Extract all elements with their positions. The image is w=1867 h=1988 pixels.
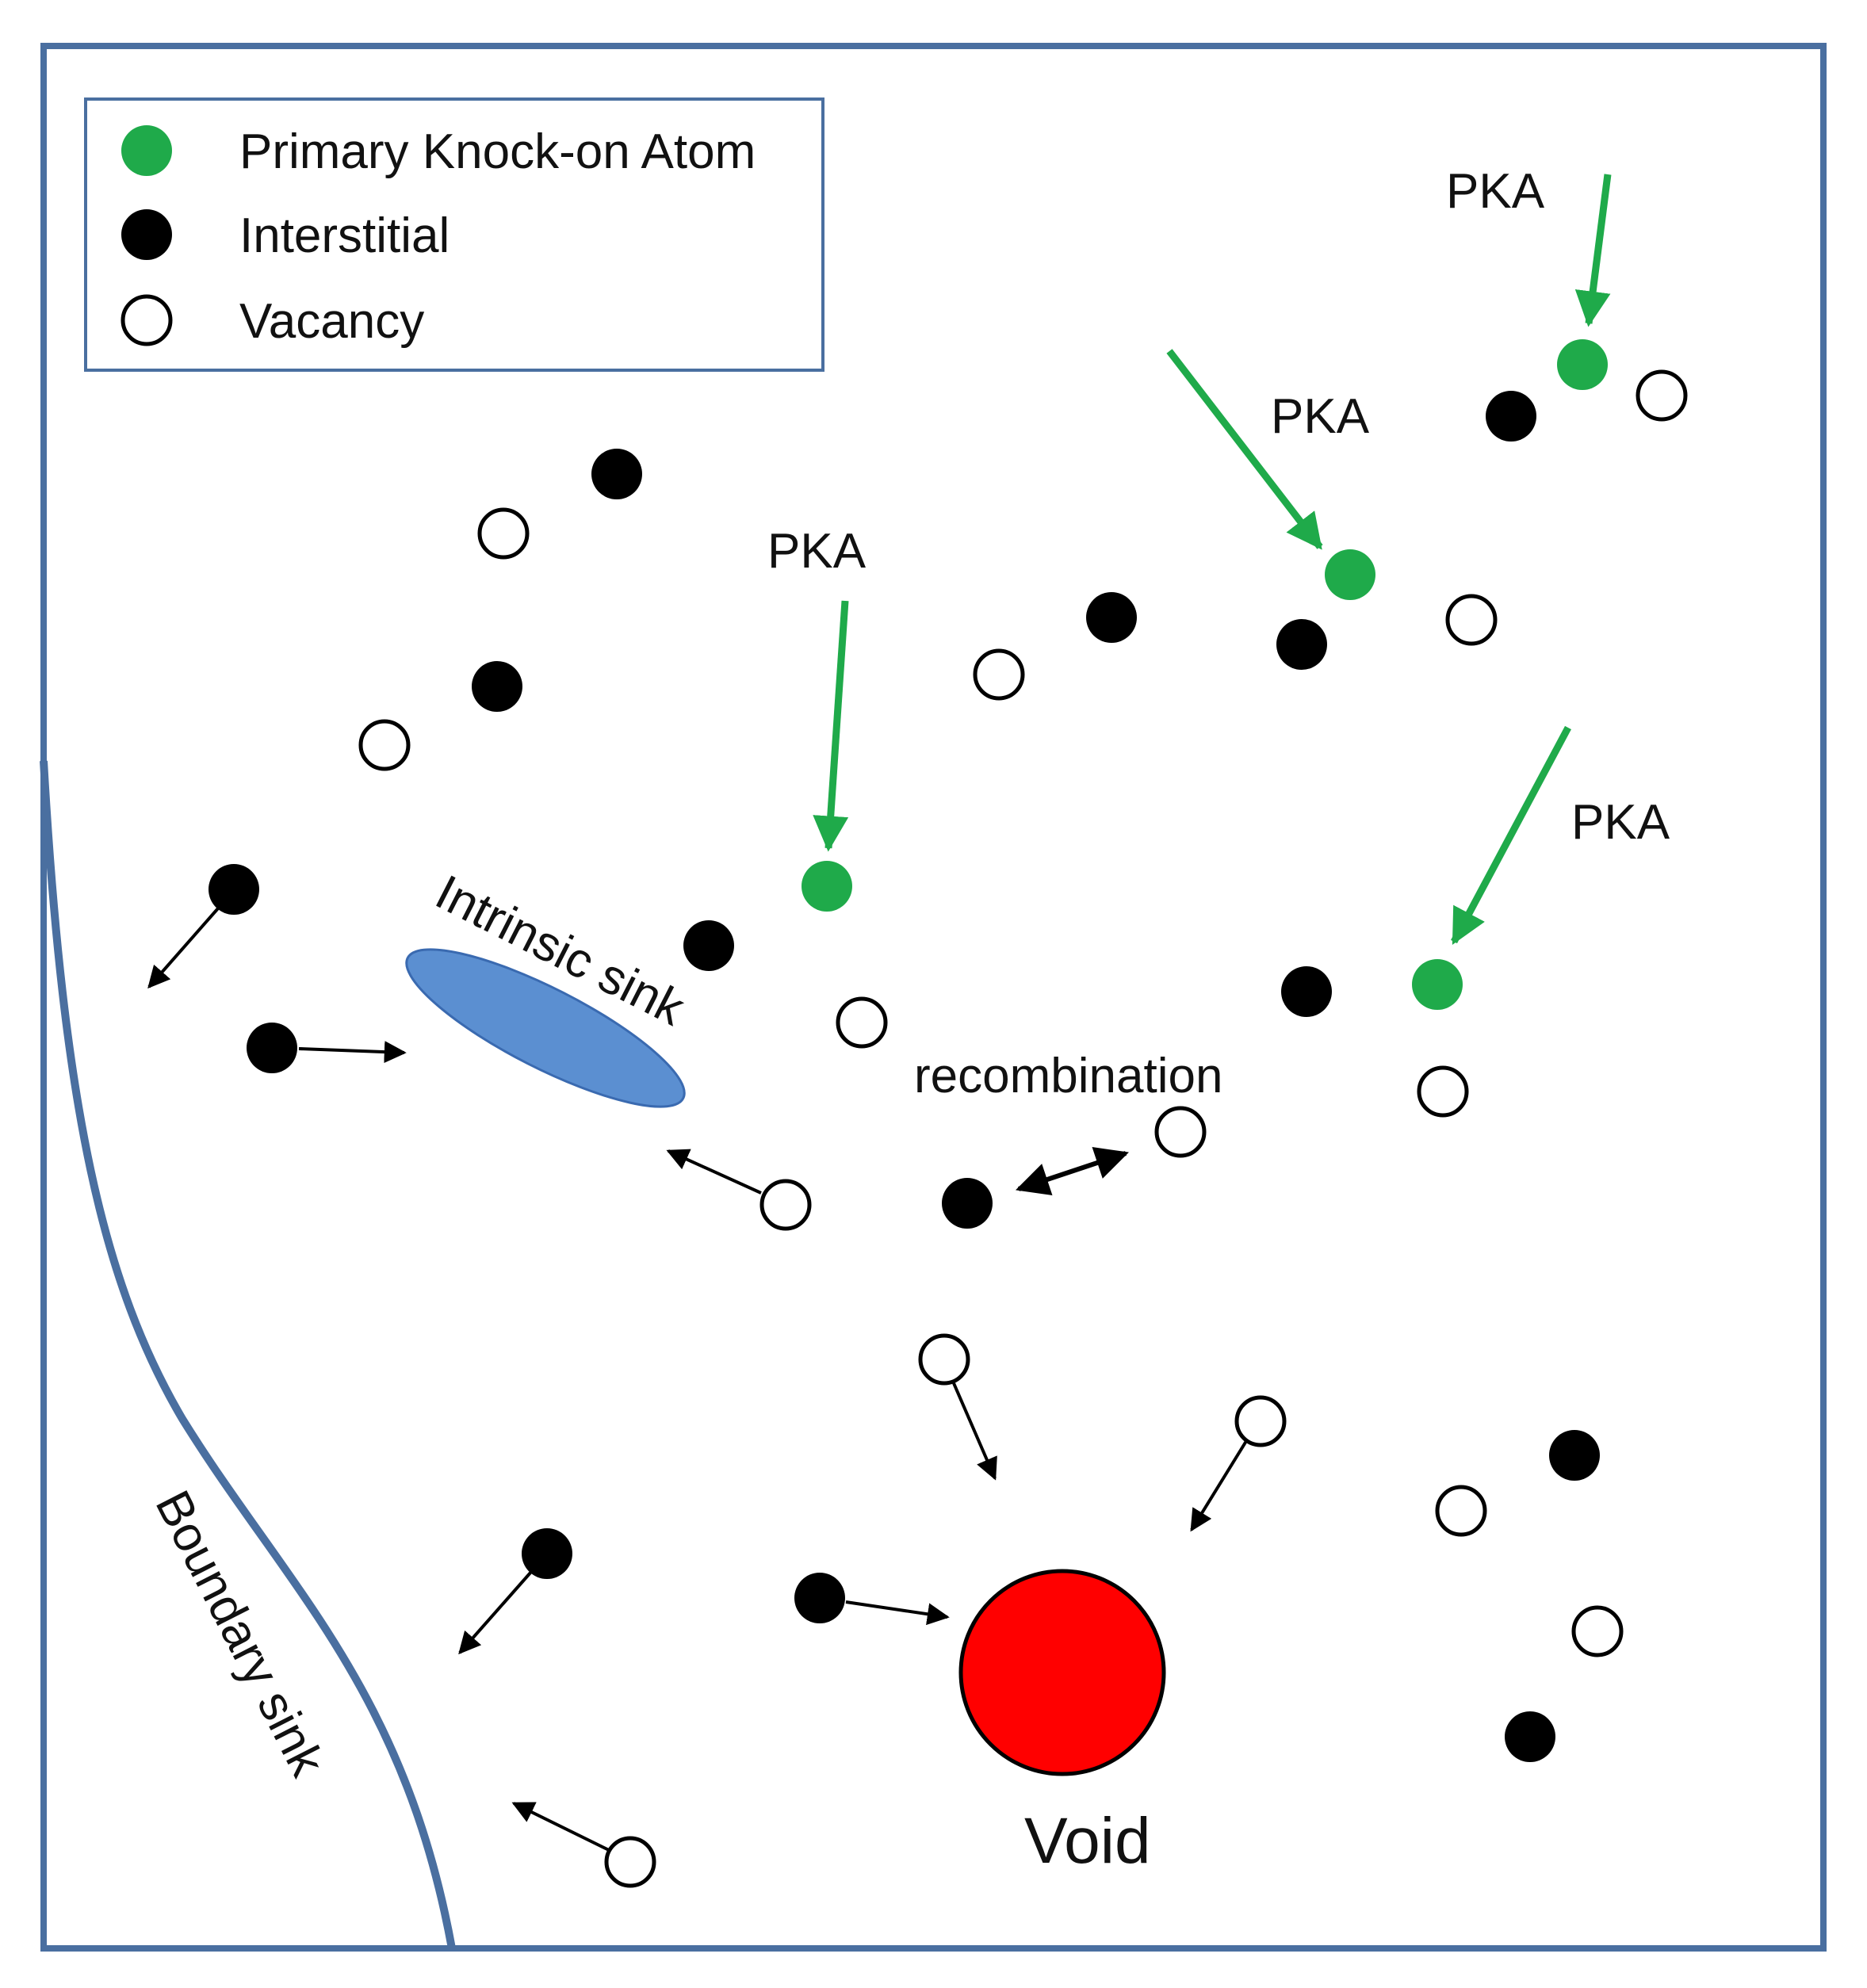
migration-arrow [511, 1802, 610, 1852]
vacancy [1571, 1605, 1624, 1657]
void-label: Void [1024, 1805, 1151, 1877]
pka-atom [1325, 549, 1375, 600]
legend: Primary Knock-on Atom Interstitial Vacan… [84, 97, 824, 372]
migration-arrow [666, 1149, 762, 1195]
interstitial [683, 920, 734, 971]
interstitial [1276, 619, 1327, 670]
pka-arrow-3 [813, 600, 849, 852]
interstitial [1505, 1711, 1555, 1762]
pka-arrow-4 [1451, 725, 1571, 945]
migration-arrow [952, 1382, 997, 1481]
interstitial [591, 449, 642, 499]
interstitial [209, 864, 259, 915]
pka-atom [802, 861, 852, 912]
interstitial [472, 661, 522, 712]
recombination-arrow [1016, 1147, 1129, 1195]
pka-arrow-2 [1166, 349, 1323, 550]
recombination-label: recombination [914, 1049, 1222, 1103]
interstitial [1486, 391, 1536, 442]
outer-frame [40, 43, 1827, 1952]
pka-label-4: PKA [1571, 795, 1670, 850]
interstitial [794, 1573, 845, 1623]
pka-label-1: PKA [1446, 164, 1545, 219]
vacancy [358, 719, 411, 771]
boundary-sink-line [40, 760, 456, 1949]
migration-arrow [298, 1041, 407, 1064]
vacancy [1445, 594, 1498, 646]
legend-box [84, 97, 824, 372]
vacancy [604, 1836, 656, 1888]
legend-vacancy-label: Vacancy [239, 294, 424, 349]
vacancy [477, 507, 530, 560]
boundary-sink-label: Boundary sink [145, 1482, 335, 1785]
vacancy [1435, 1485, 1487, 1537]
vacancy [1636, 369, 1688, 422]
pka-atom [1557, 339, 1608, 390]
pka-label-3: PKA [767, 524, 867, 579]
vacancy [1154, 1106, 1207, 1158]
interstitial [1549, 1430, 1600, 1481]
legend-pka-marker [121, 125, 172, 176]
interstitial [1086, 592, 1137, 643]
legend-interstitial-marker [121, 209, 172, 260]
pka-label-2: PKA [1271, 389, 1370, 444]
pka-atom [1412, 959, 1463, 1010]
legend-vacancy-marker [121, 294, 173, 346]
vacancy [759, 1179, 812, 1231]
interstitial [522, 1528, 572, 1579]
void [958, 1569, 1166, 1776]
migration-arrow [147, 907, 220, 989]
migration-arrow [458, 1570, 533, 1655]
vacancy [973, 648, 1025, 701]
vacancy [1417, 1065, 1469, 1118]
pka-arrow-1 [1574, 174, 1612, 327]
legend-interstitial-label: Interstitial [239, 208, 450, 263]
interstitial [1281, 966, 1332, 1017]
legend-pka-label: Primary Knock-on Atom [239, 124, 756, 179]
vacancy [1234, 1395, 1287, 1447]
vacancy [836, 996, 888, 1049]
interstitial [942, 1178, 993, 1229]
migration-arrow [845, 1600, 950, 1626]
vacancy [918, 1333, 970, 1386]
intrinsic-sink [405, 948, 686, 1108]
migration-arrow [1190, 1439, 1248, 1532]
interstitial [247, 1023, 297, 1073]
